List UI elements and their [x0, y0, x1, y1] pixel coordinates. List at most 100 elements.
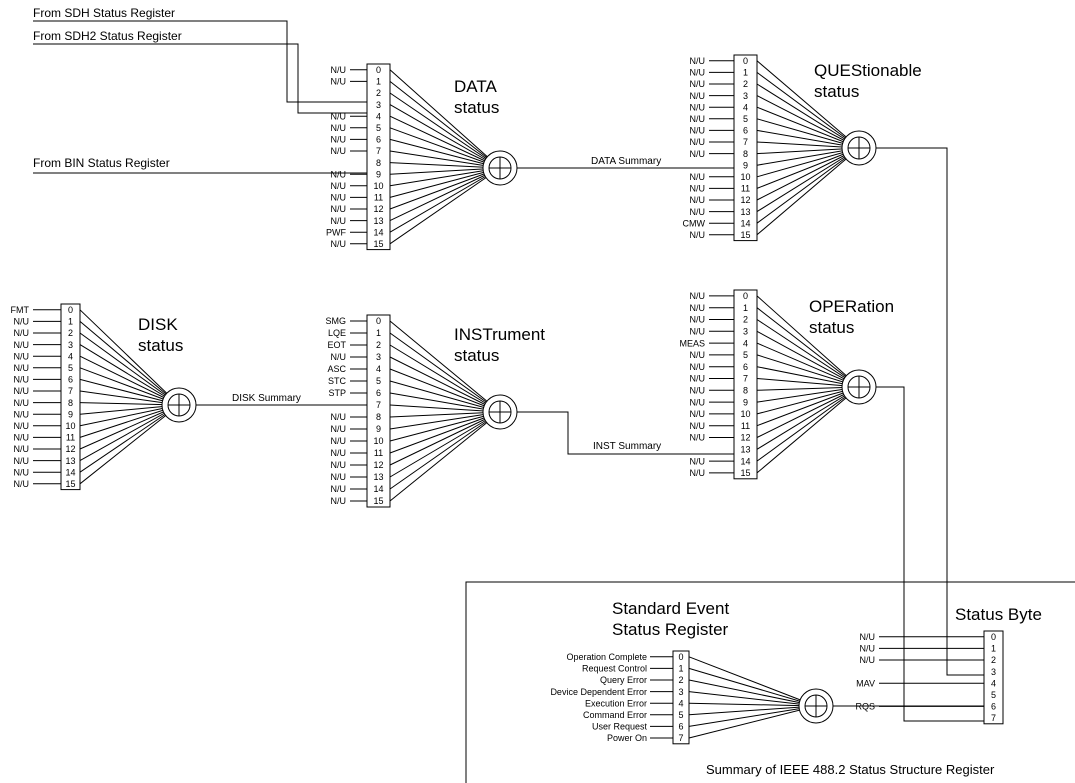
oper-bit-label: N/U — [690, 421, 706, 431]
oper-bit-0: 0 — [743, 291, 748, 301]
stb-bit-4: 4 — [991, 678, 996, 688]
inst-title-2: status — [454, 346, 499, 365]
disk-bit-label: N/U — [14, 317, 30, 327]
quest-bit-label: N/U — [690, 79, 706, 89]
inst-fan-line — [389, 411, 501, 466]
sesr-title-1: Standard Event — [612, 599, 729, 618]
data-fan-line — [389, 81, 501, 169]
sesr-bit-label: Request Control — [582, 664, 647, 674]
data-bit-5: 5 — [376, 123, 381, 133]
inst-bit-10: 10 — [373, 436, 383, 446]
inst-bit-label: N/U — [331, 412, 347, 422]
data-fan-line — [389, 167, 501, 210]
disk-bit-11: 11 — [66, 433, 75, 443]
disk-bit-label: N/U — [14, 398, 30, 408]
data-bit-13: 13 — [373, 216, 383, 226]
oper-fan-line — [756, 319, 860, 388]
disk-bit-label: N/U — [14, 456, 30, 466]
disk-fan-line — [79, 404, 180, 473]
inst-bit-label: ASC — [327, 364, 346, 374]
data-bit-label: N/U — [331, 239, 347, 249]
disk-bit-label: N/U — [14, 479, 30, 489]
disk-fan-line — [79, 404, 180, 485]
data-fan-line — [389, 162, 501, 169]
data-fan-line — [389, 127, 501, 169]
inst-bit-0: 0 — [376, 316, 381, 326]
sesr-fan-line — [688, 705, 817, 739]
quest-bit-7: 7 — [743, 137, 748, 147]
stb-bit-label: MAV — [856, 678, 875, 688]
sesr-bit-3: 3 — [678, 687, 683, 697]
data-fan-line — [389, 115, 501, 169]
inst-bit-1: 1 — [376, 328, 381, 338]
oper-bit-7: 7 — [743, 374, 748, 384]
data-bit-label: N/U — [331, 77, 347, 87]
stb-bit-label: RQS — [855, 702, 875, 712]
inst-bit-3: 3 — [376, 352, 381, 362]
oper-bit-label: N/U — [690, 374, 706, 384]
quest-fan-line — [756, 71, 860, 149]
quest-fan-line — [756, 147, 860, 236]
stb-bit-2: 2 — [991, 655, 996, 665]
inst-fan-line — [389, 320, 501, 413]
quest-title-1: QUEStionable — [814, 61, 922, 80]
data-bit-label: N/U — [331, 193, 347, 203]
oper-bit-2: 2 — [743, 315, 748, 325]
data-bit-4: 4 — [376, 111, 381, 121]
quest-bit-label: N/U — [690, 114, 706, 124]
oper-bit-15: 15 — [740, 468, 750, 478]
oper-bit-3: 3 — [743, 327, 748, 337]
data-fan-line — [389, 167, 501, 245]
inst-fan-line — [389, 411, 501, 478]
quest-bit-15: 15 — [740, 230, 750, 240]
inst-bit-label: N/U — [331, 460, 347, 470]
inst-title-1: INSTrument — [454, 325, 545, 344]
oper-bit-label: N/U — [690, 350, 706, 360]
inst-fan-line — [389, 332, 501, 413]
quest-bit-5: 5 — [743, 114, 748, 124]
data-title-1: DATA — [454, 77, 497, 96]
disk-fan-line — [79, 344, 180, 406]
disk-bit-label: N/U — [14, 351, 30, 361]
data-fan-line — [389, 167, 501, 222]
sesr-bit-label: Query Error — [600, 675, 647, 685]
stb-bit-1: 1 — [991, 644, 996, 654]
inst-fan-line — [389, 368, 501, 413]
quest-bit-label: N/U — [690, 68, 706, 78]
sesr-fan-line — [688, 679, 817, 707]
oper-bit-label: N/U — [690, 291, 706, 301]
inst-fan-line — [389, 411, 501, 490]
disk-bit-label: N/U — [14, 467, 30, 477]
data-fan-line — [389, 167, 501, 198]
quest-bit-label: N/U — [690, 184, 706, 194]
oper-bit-13: 13 — [740, 445, 750, 455]
registers-layer: 0N/U1N/U234N/U5N/U6N/U7N/U89N/U10N/U11N/… — [11, 54, 1004, 745]
source-label-bin: From BIN Status Register — [33, 156, 170, 170]
disk-fan-line — [79, 321, 180, 406]
data-fan-line — [389, 167, 501, 175]
inst-bit-label: EOT — [327, 340, 346, 350]
data-bit-label: N/U — [331, 181, 347, 191]
quest-bit-label: N/U — [690, 230, 706, 240]
footer-caption: Summary of IEEE 488.2 Status Structure R… — [706, 762, 995, 777]
inst-fan-line — [389, 380, 501, 413]
data-bit-14: 14 — [373, 227, 383, 237]
disk-register: 0FMT1N/U2N/U3N/U4N/U5N/U6N/U7N/U8N/U9N/U… — [11, 303, 197, 491]
oper-fan-line — [756, 354, 860, 388]
data-bit-2: 2 — [376, 88, 381, 98]
disk-fan-line — [79, 404, 180, 462]
sesr-bit-label: Operation Complete — [566, 652, 647, 662]
oper-fan-line — [756, 386, 860, 474]
inst-bit-5: 5 — [376, 376, 381, 386]
inst-fan-line — [389, 411, 501, 442]
disk-bit-label: N/U — [14, 328, 30, 338]
inst-register: 0SMG1LQE2EOT3N/U4ASC5STC6STP78N/U9N/U10N… — [325, 314, 518, 508]
disk-bit-1: 1 — [68, 317, 73, 327]
data-bit-0: 0 — [376, 65, 381, 75]
sesr-fan-line — [688, 705, 817, 716]
ieee-frame — [465, 581, 1075, 783]
quest-fan-line — [756, 147, 860, 178]
oper-bit-label: N/U — [690, 386, 706, 396]
disk-bit-label: N/U — [14, 433, 30, 443]
